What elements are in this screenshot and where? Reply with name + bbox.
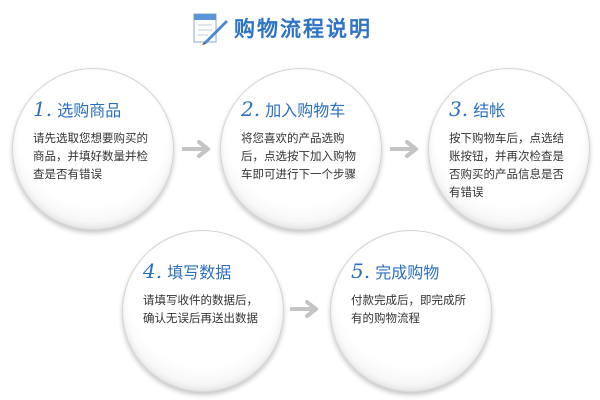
arrow-right-icon: [290, 300, 318, 318]
page-title: 购物流程说明: [234, 17, 372, 41]
step-number: 5.: [351, 259, 371, 283]
page-header: 购物流程说明: [190, 8, 372, 48]
pen-document-icon: [193, 13, 228, 45]
step-description: 按下购物车后，点选结账按钮，并再次检查是否购买的产品信息是否有错误: [449, 131, 564, 199]
step-number: 2.: [241, 97, 261, 121]
step-title-text: 填写数据: [167, 263, 232, 282]
step-title-text: 选购商品: [57, 101, 122, 120]
step-title: 4. 填写数据: [143, 259, 273, 283]
step-title: 5. 完成购物: [351, 259, 481, 283]
arrow-right-icon: [182, 140, 210, 158]
step-title-text: 结帐: [473, 101, 506, 120]
step-circle-1: 1. 选购商品 请先选取您想要购买的商品，并填好数量并检查是否有错误: [12, 68, 174, 230]
step-circle-2: 2. 加入购物车 将您喜欢的产品选购后，点选按下加入购物车即可进行下一个步骤: [220, 68, 382, 230]
step-description: 请填写收件的数据后，确认无误后再送出数据: [143, 293, 258, 325]
step-number: 1.: [33, 97, 53, 121]
step-title-text: 完成购物: [375, 263, 440, 282]
step-title-text: 加入购物车: [265, 101, 346, 120]
step-number: 4.: [143, 259, 163, 283]
step-title: 3. 结帐: [449, 97, 579, 121]
arrow-right-icon: [390, 140, 418, 158]
step-description: 请先选取您想要购买的商品，并填好数量并检查是否有错误: [33, 131, 148, 181]
step-description: 付款完成后，即完成所有的购物流程: [351, 293, 466, 325]
step-title: 2. 加入购物车: [241, 97, 371, 121]
step-title: 1. 选购商品: [33, 97, 163, 121]
step-number: 3.: [449, 97, 469, 121]
step-description: 将您喜欢的产品选购后，点选按下加入购物车即可进行下一个步骤: [241, 131, 356, 181]
step-circle-3: 3. 结帐 按下购物车后，点选结账按钮，并再次检查是否购买的产品信息是否有错误: [428, 68, 590, 230]
step-circle-4: 4. 填写数据 请填写收件的数据后，确认无误后再送出数据: [122, 230, 284, 392]
step-circle-5: 5. 完成购物 付款完成后，即完成所有的购物流程: [330, 230, 492, 392]
